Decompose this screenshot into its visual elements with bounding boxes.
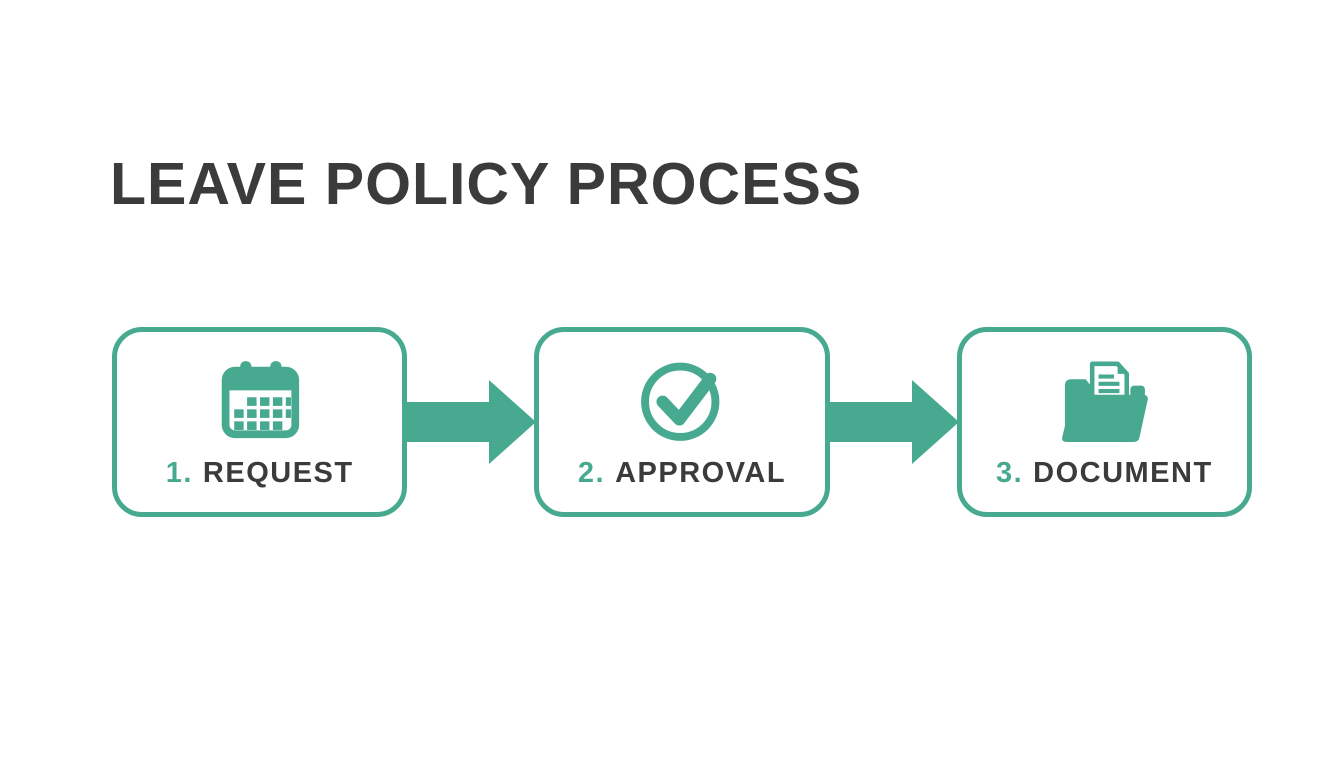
step-label-approval: 2. APPROVAL [578, 457, 786, 490]
step-title: DOCUMENT [1033, 457, 1213, 489]
calendar-icon [217, 356, 303, 442]
step-box-request: 1. REQUEST [112, 327, 408, 517]
step-label-request: 1. REQUEST [166, 457, 354, 490]
check-circle-icon [638, 356, 726, 444]
step-label-document: 3. DOCUMENT [996, 457, 1213, 490]
step-number: 2. [577, 457, 606, 489]
arrow-right-icon [827, 327, 959, 517]
step-title: APPROVAL [615, 457, 787, 489]
process-flow-diagram: 1. REQUEST 2. APPROVAL [112, 327, 1252, 517]
folder-document-icon [1054, 356, 1154, 448]
step-box-document: 3. DOCUMENT [956, 327, 1252, 517]
step-box-approval: 2. APPROVAL [534, 327, 830, 517]
step-title: REQUEST [202, 457, 354, 489]
page-title: LEAVE POLICY PROCESS [110, 151, 863, 217]
arrow-right-icon [405, 327, 537, 517]
step-number: 3. [995, 457, 1024, 489]
step-number: 1. [165, 457, 193, 489]
